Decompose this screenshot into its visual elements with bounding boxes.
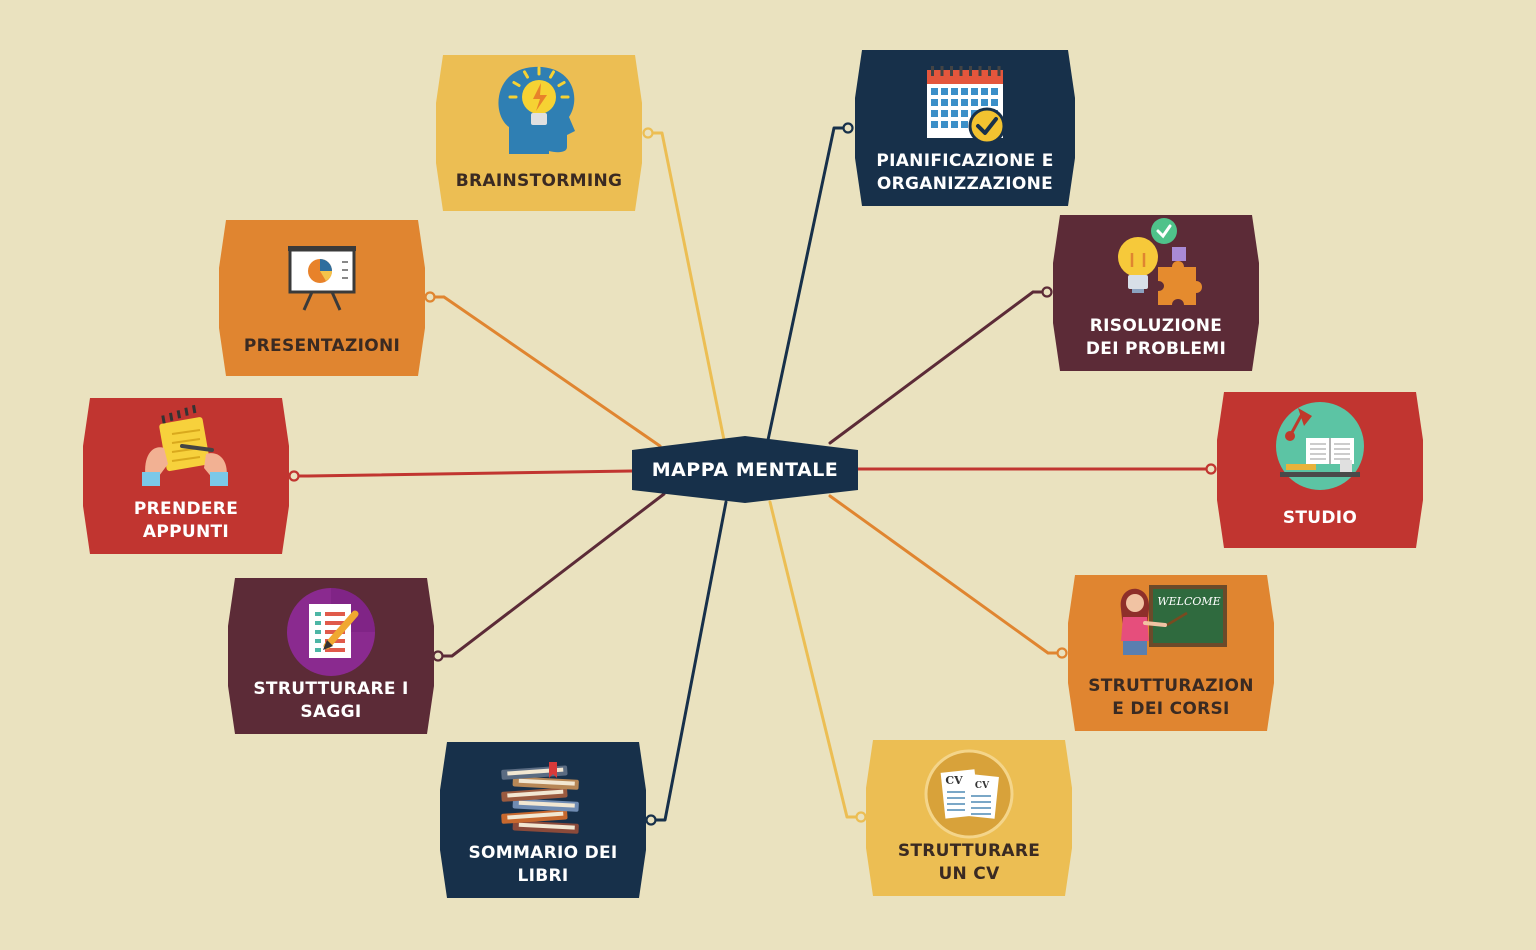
connector-dot-strutturazione-corsi — [1056, 647, 1068, 659]
book-stack-icon — [501, 762, 579, 834]
node-label-strutturare-cv: STRUTTURARE — [898, 841, 1040, 861]
cv-label-right: CV — [975, 781, 990, 791]
node-label-brainstorming: BRAINSTORMING — [456, 171, 622, 191]
node-label-pianificazione: PIANIFICAZIONE E — [876, 151, 1053, 171]
presentation-board-icon — [288, 246, 356, 311]
node-presentazioni[interactable]: PRESENTAZIONI — [219, 220, 425, 376]
node-label-studio: STUDIO — [1283, 508, 1357, 528]
desk-lamp-books-icon — [1276, 402, 1364, 490]
node-label-risoluzione: DEI PROBLEMI — [1086, 339, 1226, 359]
node-label-prendere-appunti: PRENDERE — [134, 499, 238, 519]
node-label-strutturare-saggi: STRUTTURARE I — [253, 679, 408, 699]
node-strutturazione-corsi[interactable]: WELCOME STRUTTURAZION E DEI CORSI — [1068, 575, 1274, 731]
node-label-strutturazione-corsi: STRUTTURAZION — [1088, 676, 1254, 696]
cv-label-left: CV — [945, 774, 963, 787]
connector-dot-pianificazione — [842, 122, 854, 134]
node-risoluzione[interactable]: RISOLUZIONE DEI PROBLEMI — [1053, 215, 1259, 371]
connector-dot-risoluzione — [1041, 286, 1053, 298]
node-pianificazione[interactable]: PIANIFICAZIONE E ORGANIZZAZIONE — [855, 50, 1075, 206]
connectors-layer — [288, 122, 1217, 826]
node-label-pianificazione: ORGANIZZAZIONE — [877, 174, 1053, 194]
node-strutturare-cv[interactable]: CV CV STRUTTURARE UN CV — [866, 740, 1072, 896]
central-topic-shape — [632, 436, 858, 503]
node-label-strutturare-cv: UN CV — [938, 864, 1000, 884]
node-label-presentazioni: PRESENTAZIONI — [244, 336, 400, 356]
chalkboard-text: WELCOME — [1157, 595, 1220, 608]
node-studio[interactable]: STUDIO — [1217, 392, 1423, 548]
connector-dot-strutturare-cv — [855, 811, 867, 823]
connector-dot-presentazioni — [424, 291, 436, 303]
node-sommario-libri[interactable]: SOMMARIO DEI LIBRI — [440, 742, 646, 898]
calendar-check-icon — [927, 66, 1006, 145]
node-label-strutturare-saggi: SAGGI — [300, 702, 361, 722]
connector-strutturare-cv — [768, 500, 849, 819]
connector-dot-sommario-libri — [645, 814, 657, 826]
node-prendere-appunti[interactable]: PRENDERE APPUNTI — [83, 398, 289, 554]
connector-presentazioni — [442, 295, 662, 448]
connector-dot-strutturare-saggi — [432, 650, 444, 662]
node-shape-prendere-appunti — [83, 398, 289, 554]
connector-sommario-libri — [663, 500, 728, 822]
connector-risoluzione — [828, 290, 1035, 445]
cv-documents-icon: CV CV — [924, 749, 1014, 839]
nodes-layer: BRAINSTORMING PRESENTAZIONI PRENDERE APPUNT… — [83, 50, 1423, 898]
central-topic[interactable]: MAPPA MENTALE — [632, 436, 858, 503]
node-label-sommario-libri: LIBRI — [517, 866, 568, 886]
node-shape-risoluzione — [1053, 215, 1259, 371]
connector-dot-prendere-appunti — [288, 470, 300, 482]
node-brainstorming[interactable]: BRAINSTORMING — [436, 55, 642, 211]
connector-dot-brainstorming — [642, 127, 654, 139]
notepad-writing-icon — [142, 404, 228, 486]
connector-brainstorming — [660, 131, 726, 442]
head-lightbulb-icon — [498, 66, 575, 154]
node-label-risoluzione: RISOLUZIONE — [1090, 316, 1222, 336]
connector-pianificazione — [766, 126, 836, 442]
connector-prendere-appunti — [306, 469, 634, 478]
node-label-sommario-libri: SOMMARIO DEI — [468, 843, 617, 863]
connector-strutturazione-corsi — [828, 494, 1050, 655]
document-pencil-icon — [287, 588, 375, 676]
central-topic-label: MAPPA MENTALE — [652, 459, 839, 481]
connector-strutturare-saggi — [450, 492, 666, 658]
node-label-strutturazione-corsi: E DEI CORSI — [1112, 699, 1229, 719]
node-label-prendere-appunti: APPUNTI — [143, 522, 229, 542]
bulb-puzzle-icon — [1118, 218, 1202, 305]
node-shape-presentazioni — [219, 220, 425, 376]
teacher-chalkboard-icon: WELCOME — [1120, 585, 1227, 655]
connector-dot-studio — [1205, 463, 1217, 475]
node-strutturare-saggi[interactable]: STRUTTURARE I SAGGI — [228, 578, 434, 734]
